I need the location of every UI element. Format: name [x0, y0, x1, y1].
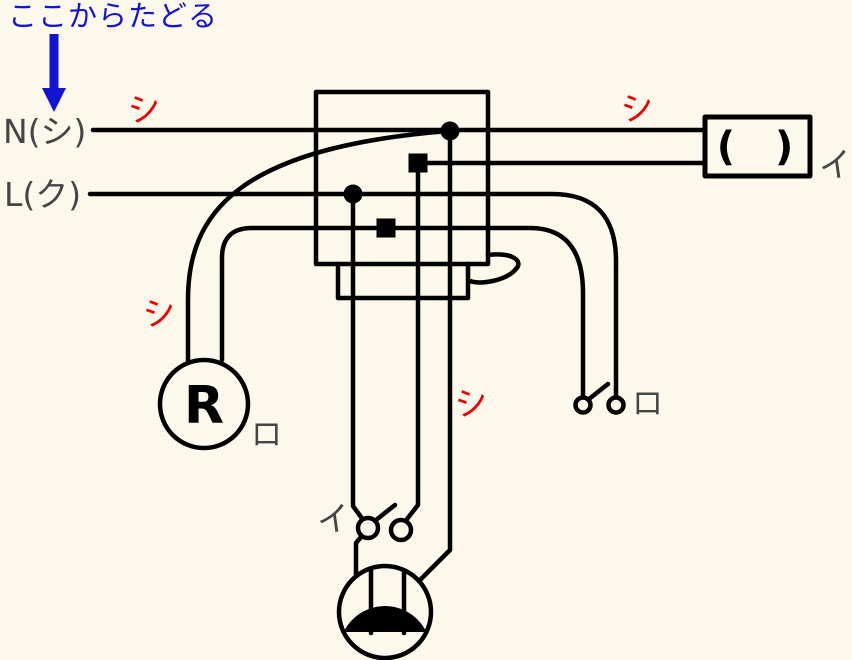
connection-dot-neutral [440, 121, 460, 141]
wire-mark-neutral-left: シ [124, 85, 165, 132]
lamp-receptacle-circle [157, 357, 251, 451]
lamp-receptacle-symbol: R [183, 376, 225, 436]
outlet-circle [336, 563, 434, 660]
connector-square-lamp [376, 218, 396, 238]
lamp-circuit-label: ロ [251, 417, 282, 453]
switch-i-lever [373, 502, 398, 523]
neutral-label: N(シ) [3, 112, 87, 151]
arrow-down-icon [42, 34, 66, 112]
wire-mark-outlet-neutral: シ [451, 379, 492, 426]
switch-i-return-wire [404, 160, 421, 522]
switch-ro-left-terminal [573, 395, 593, 415]
lamp-switch-ro-wire [219, 225, 586, 400]
cable-loop [467, 252, 521, 285]
switch-i-label: イ [314, 497, 353, 542]
wire-mark-lamp-neutral: シ [139, 289, 180, 336]
connector-square-rosette [408, 153, 428, 173]
switch-ro-lever [586, 381, 611, 402]
switch-ro-right-terminal [606, 395, 626, 415]
wire-mark-neutral-right: シ [617, 84, 658, 131]
switch-ro-label: ロ [632, 386, 663, 422]
switch-i-feed-wire [350, 191, 364, 520]
outlet-base-fill [343, 606, 427, 632]
connection-dot-live [343, 184, 363, 204]
lamp-neutral-wire [185, 128, 451, 364]
rosette-box [702, 114, 813, 179]
live-wire [87, 191, 619, 400]
trace-hint-label: ここからたどる [8, 0, 219, 33]
rosette-circuit-label: イ [816, 143, 852, 188]
junction-box [313, 89, 491, 267]
outlet-neutral-wire [417, 128, 453, 583]
switch-i-left-terminal [355, 515, 381, 541]
live-label: L(ク) [4, 175, 82, 214]
rosette-symbol: ( ) [716, 124, 800, 170]
switch-i-right-terminal [388, 517, 414, 543]
outlet-jumper-wire [353, 534, 364, 579]
